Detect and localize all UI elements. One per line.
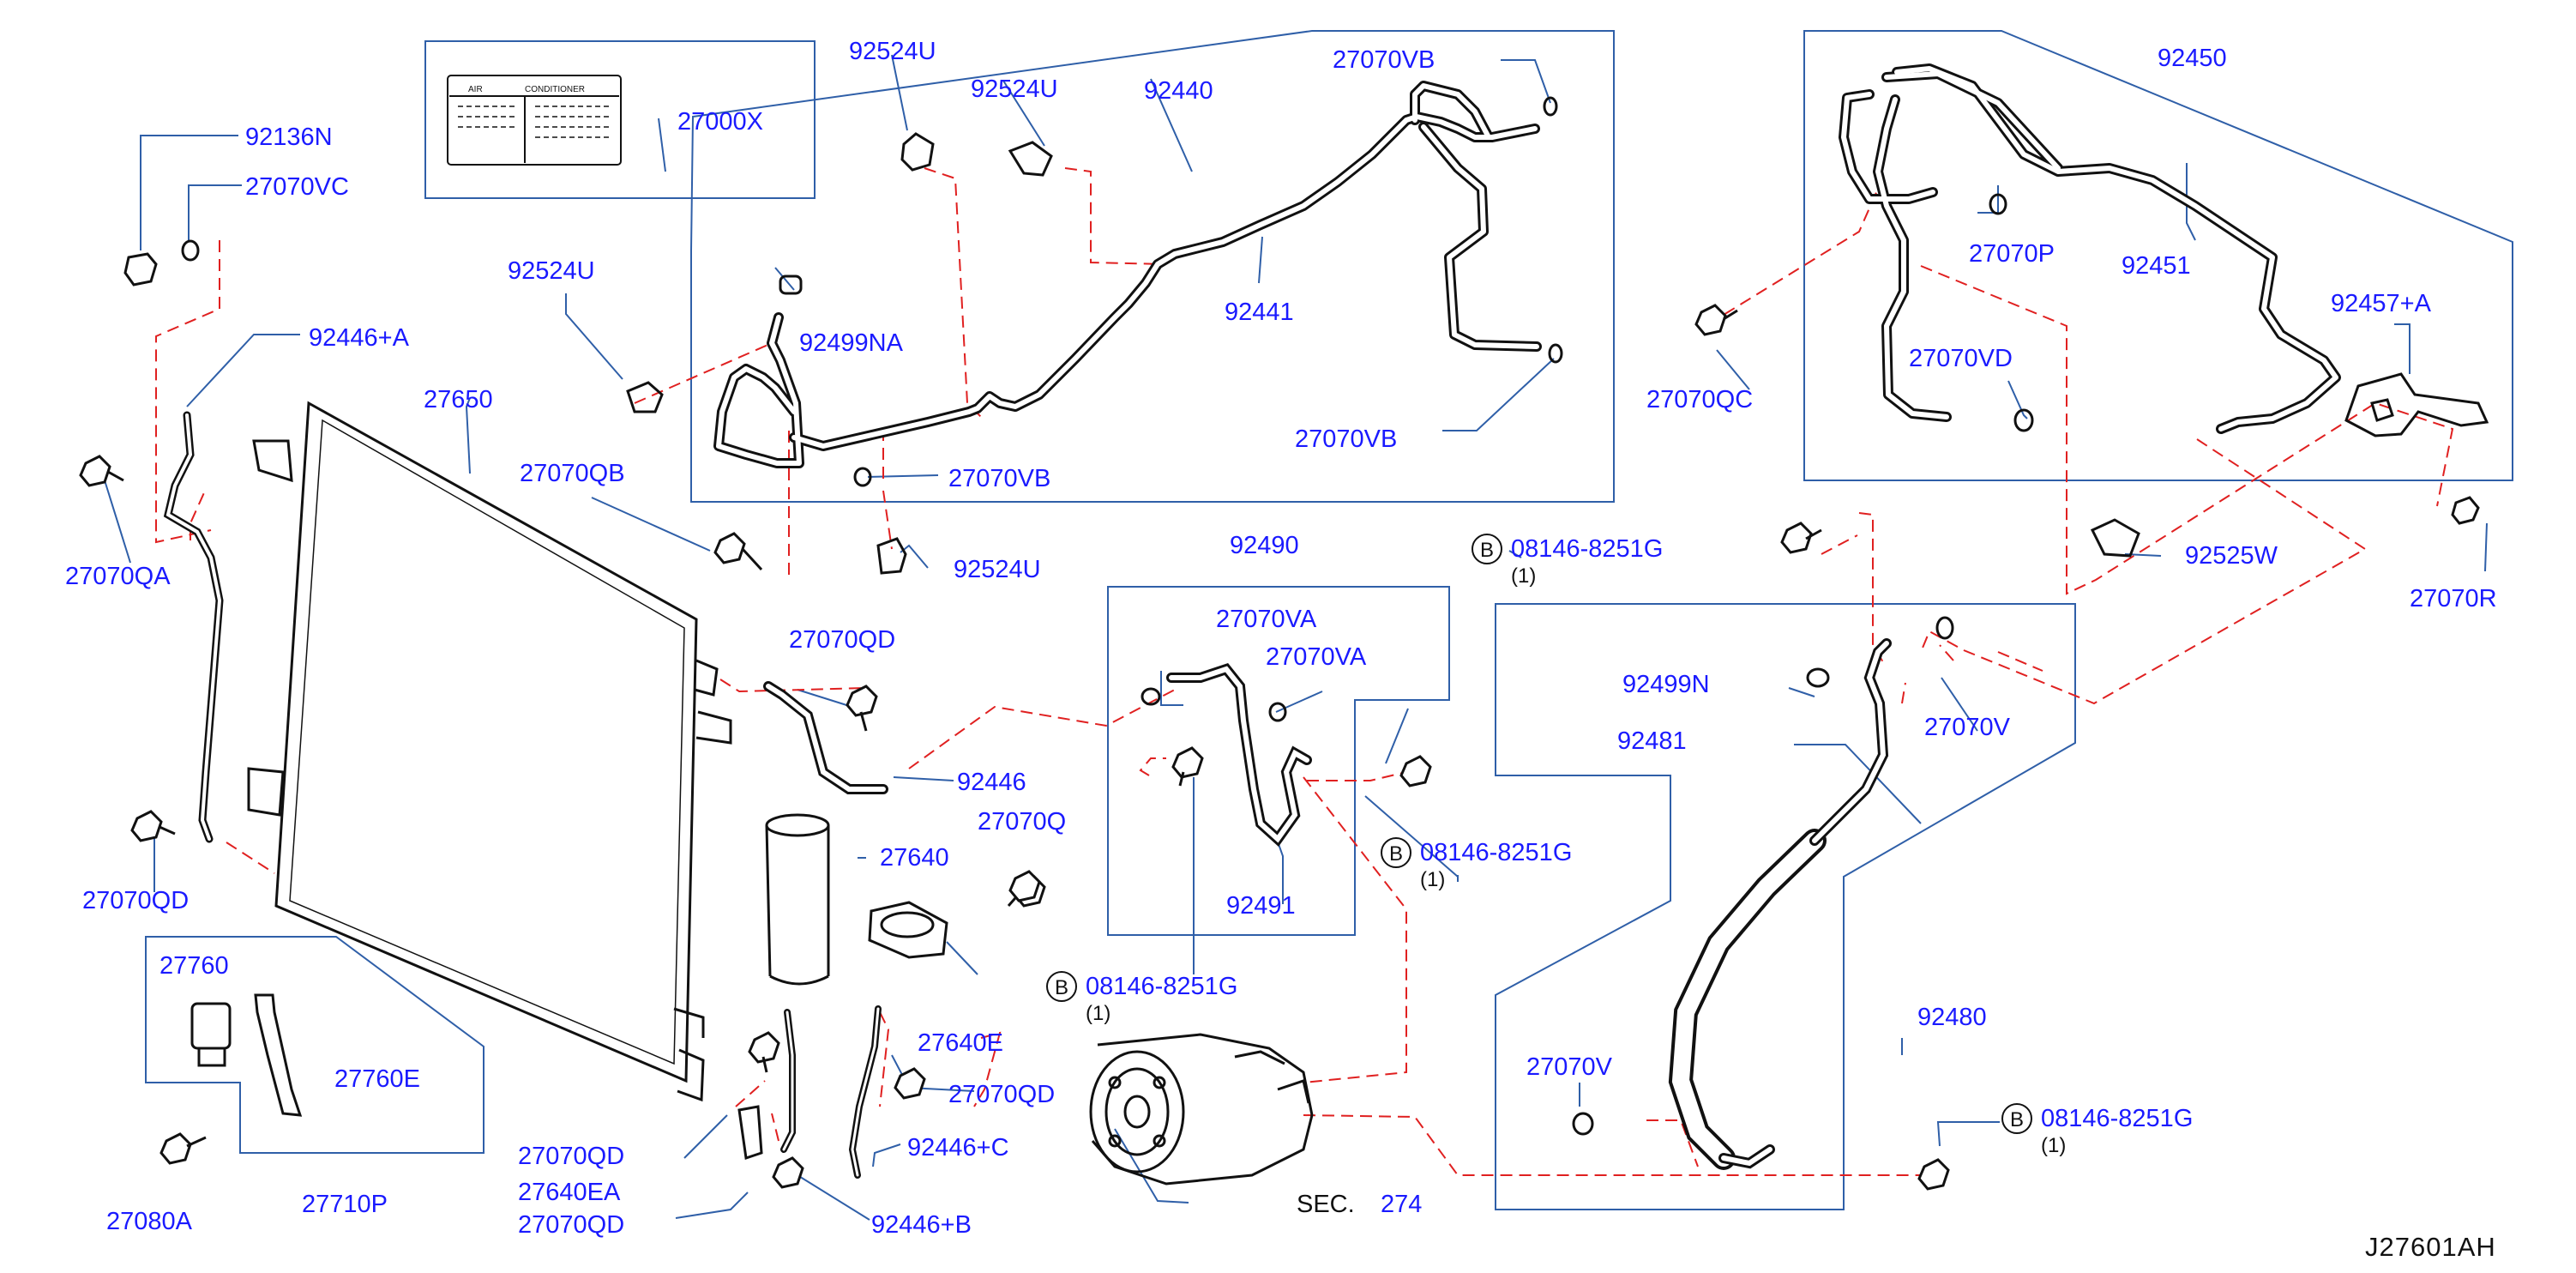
label-27000X[interactable]: 27000X [677, 108, 763, 136]
label-27070QD-mid[interactable]: 27070QD [789, 626, 896, 654]
bolts [79, 304, 2480, 1191]
label-08146-8251G-3[interactable]: 08146-8251G [1086, 973, 1238, 1000]
b-circle-3: B [1046, 971, 1077, 1002]
label-27640E[interactable]: 27640E [918, 1029, 1003, 1057]
drier-bracket [868, 901, 948, 959]
label-92499NA[interactable]: 92499NA [799, 329, 903, 357]
label-92457A[interactable]: 92457+A [2331, 290, 2431, 317]
label-27070VB-top[interactable]: 27070VB [1333, 46, 1435, 74]
label-27070R[interactable]: 27070R [2410, 585, 2497, 612]
label-92446B[interactable]: 92446+B [871, 1211, 972, 1239]
qty-3: (1) [1086, 1002, 1111, 1025]
label-92481[interactable]: 92481 [1617, 727, 1687, 755]
label-92446C[interactable]: 92446+C [907, 1134, 1009, 1161]
relay-bracket [254, 993, 303, 1117]
label-27070V-bottom[interactable]: 27070V [1526, 1053, 1612, 1081]
label-27710P[interactable]: 27710P [302, 1191, 388, 1218]
label-27070QD-bottom1[interactable]: 27070QD [518, 1143, 625, 1170]
compressor [1089, 1033, 1314, 1186]
diagram-reference-code: J27601AH [2365, 1232, 2496, 1262]
label-27070P[interactable]: 27070P [1969, 240, 2055, 268]
label-27070VA-1[interactable]: 27070VA [1216, 606, 1317, 633]
label-92524U-bottom[interactable]: 92524U [954, 556, 1041, 583]
label-92524U-top1[interactable]: 92524U [849, 38, 936, 65]
group-box-92490 [1107, 586, 1450, 936]
label-plate-right-text: CONDITIONER [525, 85, 585, 94]
label-08146-8251G-4[interactable]: 08146-8251G [2041, 1105, 2194, 1132]
label-27080A[interactable]: 27080A [106, 1208, 192, 1235]
group-box-92440 [690, 30, 1615, 503]
label-27070VC[interactable]: 27070VC [245, 173, 349, 201]
label-box [424, 40, 816, 199]
label-27070QD-left[interactable]: 27070QD [82, 887, 190, 914]
label-92136N[interactable]: 92136N [245, 124, 333, 151]
clips [626, 132, 2140, 575]
label-27070QA[interactable]: 27070QA [65, 563, 171, 590]
label-92524U-top2[interactable]: 92524U [971, 75, 1058, 103]
label-27070QB[interactable]: 27070QB [520, 460, 625, 487]
label-08146-8251G-1[interactable]: 08146-8251G [1511, 535, 1664, 563]
label-27760[interactable]: 27760 [159, 952, 229, 980]
label-27070VB-mid[interactable]: 27070VB [948, 465, 1051, 492]
label-27070QD-bottom-right[interactable]: 27070QD [948, 1081, 1056, 1108]
label-27070QC[interactable]: 27070QC [1646, 386, 1754, 413]
label-plate-left-text: AIR [468, 85, 483, 94]
label-27070V-top[interactable]: 27070V [1924, 714, 2010, 741]
label-92446A[interactable]: 92446+A [309, 324, 409, 352]
label-27640EA[interactable]: 27640EA [518, 1179, 621, 1206]
label-92524U-mid[interactable]: 92524U [508, 257, 595, 285]
label-08146-8251G-2[interactable]: 08146-8251G [1420, 839, 1573, 866]
qty-1: (1) [1511, 564, 1537, 588]
sec-label: SEC. [1297, 1191, 1355, 1218]
label-27070VB-right[interactable]: 27070VB [1295, 425, 1398, 453]
group-box-27710P [145, 936, 485, 1154]
label-27760E[interactable]: 27760E [334, 1065, 420, 1093]
label-92499N[interactable]: 92499N [1622, 671, 1710, 698]
label-27070VD[interactable]: 27070VD [1909, 345, 2013, 372]
label-27070QD-bottom2[interactable]: 27070QD [518, 1211, 625, 1239]
label-92441[interactable]: 92441 [1225, 299, 1294, 326]
bracket-92457A [2344, 372, 2489, 437]
label-92450[interactable]: 92450 [2158, 45, 2227, 72]
b-circle-4: B [2001, 1103, 2032, 1134]
label-plate [447, 75, 622, 166]
b-circle-2: B [1381, 837, 1411, 868]
b-circle-1: B [1472, 534, 1502, 564]
label-92440[interactable]: 92440 [1144, 77, 1213, 105]
sec-number-link[interactable]: 274 [1381, 1191, 1423, 1218]
label-92490[interactable]: 92490 [1230, 532, 1299, 559]
label-92480[interactable]: 92480 [1917, 1004, 1987, 1031]
qty-2: (1) [1420, 868, 1446, 891]
label-92491[interactable]: 92491 [1226, 892, 1296, 920]
receiver-drier [765, 813, 830, 986]
label-27070Q[interactable]: 27070Q [978, 808, 1067, 836]
label-92525W[interactable]: 92525W [2185, 542, 2278, 570]
qty-4: (1) [2041, 1134, 2067, 1157]
label-92451[interactable]: 92451 [2122, 252, 2191, 280]
o-rings [123, 96, 2034, 1136]
label-27650[interactable]: 27650 [424, 386, 493, 413]
label-92446[interactable]: 92446 [957, 769, 1026, 796]
group-box-92450 [1803, 30, 2513, 481]
label-27070VA-2[interactable]: 27070VA [1266, 643, 1367, 671]
label-27640[interactable]: 27640 [880, 844, 949, 872]
condenser [247, 401, 732, 1102]
